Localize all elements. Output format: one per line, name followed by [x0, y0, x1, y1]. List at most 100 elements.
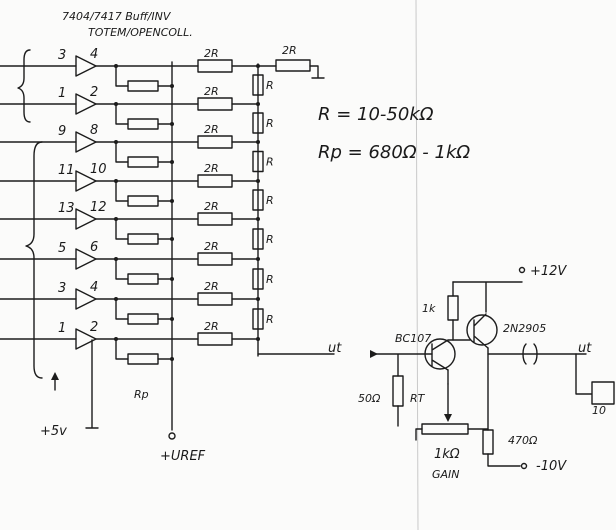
resistor-2r-label: 2R: [204, 162, 219, 175]
pin-out-label: 12: [90, 200, 107, 215]
resistor-2r: [197, 212, 233, 226]
gain-label: GAIN: [432, 468, 460, 481]
ladder-node-dot: [256, 64, 260, 68]
resistor-2r: [197, 174, 233, 188]
q1-label: BC107: [395, 332, 431, 345]
supply-label: +5v: [40, 424, 67, 439]
resistor-2r-label: 2R: [204, 200, 219, 213]
ladder-node-dot: [256, 217, 260, 221]
note-rp-value: Rp = 680Ω - 1kΩ: [318, 142, 470, 163]
vpos-terminal: [518, 266, 526, 274]
vneg-label: -10V: [536, 459, 567, 474]
paper-fold: [415, 0, 419, 530]
resistor-r: [252, 150, 264, 173]
resistor-2r: [197, 97, 233, 111]
pin-out-label: 6: [90, 240, 98, 255]
vref-node-dot: [170, 199, 174, 203]
rp-label: Rp: [134, 388, 149, 401]
pin-out-label: 8: [90, 123, 98, 138]
buffer-gate: [75, 170, 97, 192]
q2-pnp-transistor: [466, 314, 498, 346]
resistor-2r-label: 2R: [204, 47, 219, 60]
rp-wire-in: [115, 218, 129, 240]
resistor-2r-label: 2R: [204, 85, 219, 98]
r470-label: 470Ω: [508, 434, 538, 447]
amp-input-wire: [371, 353, 433, 377]
resistor-rp: [127, 156, 159, 168]
resistor-r-label: R: [266, 117, 274, 130]
resistor-2r-label: 2R: [204, 240, 219, 253]
resistor-r: [252, 268, 264, 290]
rp-wire-in: [115, 258, 129, 280]
resistor-rp: [127, 233, 159, 245]
header-line2: TOTEM/OPENCOLL.: [88, 26, 193, 39]
vref-node-dot: [170, 122, 174, 126]
rp-wire-in: [115, 180, 129, 202]
resistor-2r: [197, 135, 233, 149]
buffer-gate: [75, 93, 97, 115]
pin-out-label: 2: [90, 85, 98, 100]
pin-in-label: 5: [58, 241, 66, 256]
pin-out-label: 4: [90, 280, 98, 295]
gnd-return: [85, 339, 99, 429]
resistor-2r-label: 2R: [204, 280, 219, 293]
pin-in-label: 3: [58, 281, 66, 296]
r1k-label: 1k: [422, 302, 436, 315]
rp-wire-in: [115, 65, 129, 87]
rp-wire-in: [115, 338, 129, 360]
vref-node-dot: [170, 317, 174, 321]
cutoff-label: 10: [592, 404, 606, 417]
resistor-r-label: R: [266, 156, 274, 169]
rt-label: RT: [410, 392, 426, 405]
rp-wire-in: [115, 298, 129, 320]
amp-output-label: ut: [578, 341, 592, 356]
resistor-rp: [127, 80, 159, 92]
resistor-2r: [197, 332, 233, 346]
q2-label: 2N2905: [503, 322, 546, 335]
resistor-r-label: R: [266, 194, 274, 207]
resistor-r: [252, 112, 264, 134]
rp-wire-in: [115, 141, 129, 163]
vref-node-dot: [170, 160, 174, 164]
ladder-node-dot: [256, 297, 260, 301]
resistor-rp: [127, 195, 159, 207]
pot-gain: [421, 423, 469, 435]
pin-in-label: 11: [58, 163, 75, 178]
vpos-rail: [452, 281, 523, 313]
resistor-rt: [392, 375, 404, 407]
vref-label: +UREF: [160, 449, 206, 464]
r470-bottom: [487, 453, 521, 467]
amp-input-arrow: [370, 350, 378, 358]
vpos-label: +12V: [530, 264, 567, 279]
pot-wires: [415, 428, 489, 441]
resistor-top-2r: [275, 59, 311, 72]
q1-leads: [431, 339, 454, 371]
pin-in-label: 3: [58, 48, 66, 63]
resistor-2r: [197, 252, 233, 266]
ladder-node-dot: [256, 257, 260, 261]
resistor-2r-label: 2R: [204, 123, 219, 136]
resistor-rp: [127, 353, 159, 365]
pin-in-label: 1: [58, 86, 66, 101]
pin-out-label: 2: [90, 320, 98, 335]
buffer-gate: [75, 208, 97, 230]
resistor-2r-label: 2R: [204, 320, 219, 333]
pin-in-label: 9: [58, 124, 66, 139]
ladder-node-dot: [256, 102, 260, 106]
header-line1: 7404/7417 Buff/INV: [62, 10, 172, 23]
resistor-470: [482, 429, 494, 455]
buffer-gate: [75, 131, 97, 153]
rin-label: 50Ω: [358, 392, 381, 405]
rp-wire-in: [115, 103, 129, 125]
pin-in-label: 13: [58, 201, 75, 216]
ladder-output-label: ut: [328, 341, 342, 356]
buffer-gate: [75, 55, 97, 77]
pin-in-label: 1: [58, 321, 66, 336]
pot-wiper-arrow: [444, 414, 452, 422]
top-term-label: 2R: [282, 44, 297, 57]
ladder-node-dot: [256, 337, 260, 341]
resistor-r: [252, 189, 264, 211]
buffer-gate: [75, 328, 97, 350]
buffer-gate: [75, 288, 97, 310]
